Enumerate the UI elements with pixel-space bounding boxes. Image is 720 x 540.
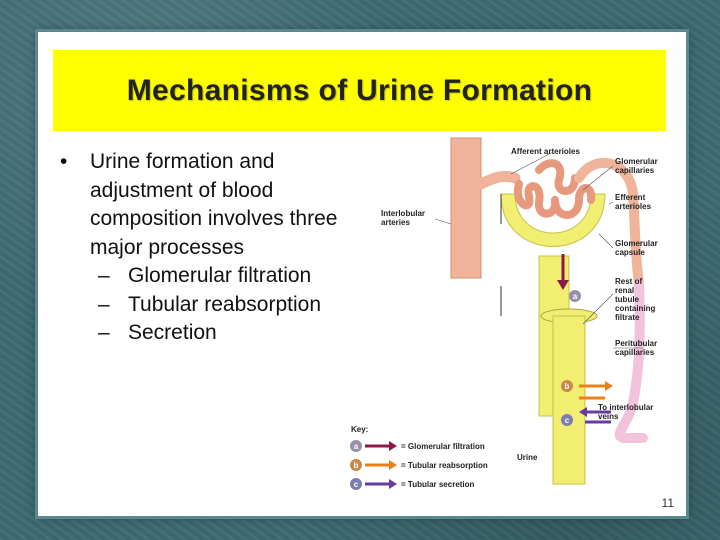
key-label: = Glomerular filtration — [401, 442, 485, 451]
marker-c — [561, 414, 573, 426]
afferent-arteriole — [475, 170, 521, 190]
label-veins: To interlobular — [598, 403, 653, 412]
key-marker — [350, 478, 362, 490]
reabsorption-arrow — [579, 384, 605, 400]
interlobular-artery — [450, 137, 482, 279]
label-rest: filtrate — [615, 313, 640, 322]
label-efferent: arterioles — [615, 202, 652, 211]
label-rest: Rest of — [615, 277, 642, 286]
slide-title: Mechanisms of Urine Formation — [126, 73, 593, 107]
key-legend: a = Glomerular filtration b = Tubular re… — [350, 440, 488, 490]
page-number: 11 — [661, 496, 674, 510]
label-interlobular: arteries — [381, 218, 410, 227]
key-marker-letter: c — [354, 480, 359, 489]
label-peritubular: Peritubular — [615, 339, 657, 348]
sub-bullet-text: Glomerular filtration — [128, 264, 312, 287]
leader-line — [510, 151, 554, 175]
label-interlobular: Interlobular — [381, 209, 425, 218]
nephron-diagram: a b c Afferent arterioles Glomerular cap… — [350, 137, 658, 490]
label-capsule: capsule — [615, 248, 645, 257]
marker-b-label: b — [565, 382, 570, 391]
key-row: a = Glomerular filtration — [350, 440, 485, 452]
key-row: b = Tubular reabsorption — [350, 459, 488, 471]
secretion-arrow — [585, 410, 611, 424]
key-label: = Tubular secretion — [401, 480, 475, 489]
key-marker — [350, 440, 362, 452]
sub-bullet-item: – Glomerular filtration — [98, 262, 358, 291]
label-veins: veins — [598, 412, 619, 421]
key-row: c = Tubular secretion — [350, 478, 475, 490]
leader-line — [582, 165, 614, 191]
reabsorption-arrowhead — [605, 381, 613, 391]
label-glomerular-capillaries: capillaries — [615, 166, 655, 175]
sub-bullet-dash: – — [98, 321, 110, 344]
leader-line — [434, 218, 452, 225]
bullet-dot: • — [60, 150, 68, 173]
secretion-arrowhead — [579, 407, 587, 417]
key-arrowhead — [389, 460, 397, 470]
label-afferent: Afferent arterioles — [511, 147, 580, 156]
key-title: Key: — [351, 425, 368, 434]
bullet-item: • Urine formation and adjustment of bloo… — [58, 148, 358, 262]
leader-line — [608, 201, 614, 205]
label-rest: containing — [615, 304, 656, 313]
marker-c-label: c — [565, 416, 570, 425]
label-urine: Urine — [517, 453, 538, 462]
label-rest: renal — [615, 286, 634, 295]
peritubular-capillaries — [614, 279, 648, 443]
label-glomerular-capillaries: Glomerular — [615, 157, 658, 166]
sub-bullet-text: Tubular reabsorption — [128, 292, 321, 316]
efferent-arteriole — [574, 158, 644, 289]
key-label: = Tubular reabsorption — [401, 461, 488, 470]
bullet-list: • Urine formation and adjustment of bloo… — [58, 148, 358, 348]
sub-bullet-dash: – — [98, 292, 110, 316]
label-capsule: Glomerular — [615, 239, 658, 248]
collecting-tubule — [552, 315, 586, 485]
label-efferent: Efferent — [615, 193, 646, 202]
glomerular-capillaries — [513, 159, 596, 219]
label-rest: tubule — [615, 295, 640, 304]
marker-a — [569, 290, 581, 302]
title-band: Mechanisms of Urine Formation — [53, 50, 666, 131]
key-arrowhead — [389, 441, 397, 451]
sub-bullet-dash: – — [98, 264, 110, 287]
slide: Mechanisms of Urine Formation • Urine fo… — [38, 32, 686, 516]
leader-line — [582, 293, 614, 325]
sub-bullet-item: – Tubular reabsorption — [98, 291, 358, 320]
filtration-arrowhead — [557, 280, 569, 290]
key-marker-letter: a — [354, 442, 359, 451]
marker-a-label: a — [573, 292, 578, 301]
key-marker — [350, 459, 362, 471]
key-arrowhead — [389, 479, 397, 489]
key-marker-letter: b — [354, 461, 359, 470]
sub-bullet-text: Secretion — [128, 321, 217, 344]
leader-line — [598, 233, 614, 249]
bullet-text: Urine formation and adjustment of blood … — [90, 150, 338, 259]
marker-b — [561, 380, 573, 392]
glomerular-capsule — [500, 193, 606, 247]
sub-bullet-item: – Secretion — [98, 319, 358, 348]
label-peritubular: capillaries — [615, 348, 655, 357]
